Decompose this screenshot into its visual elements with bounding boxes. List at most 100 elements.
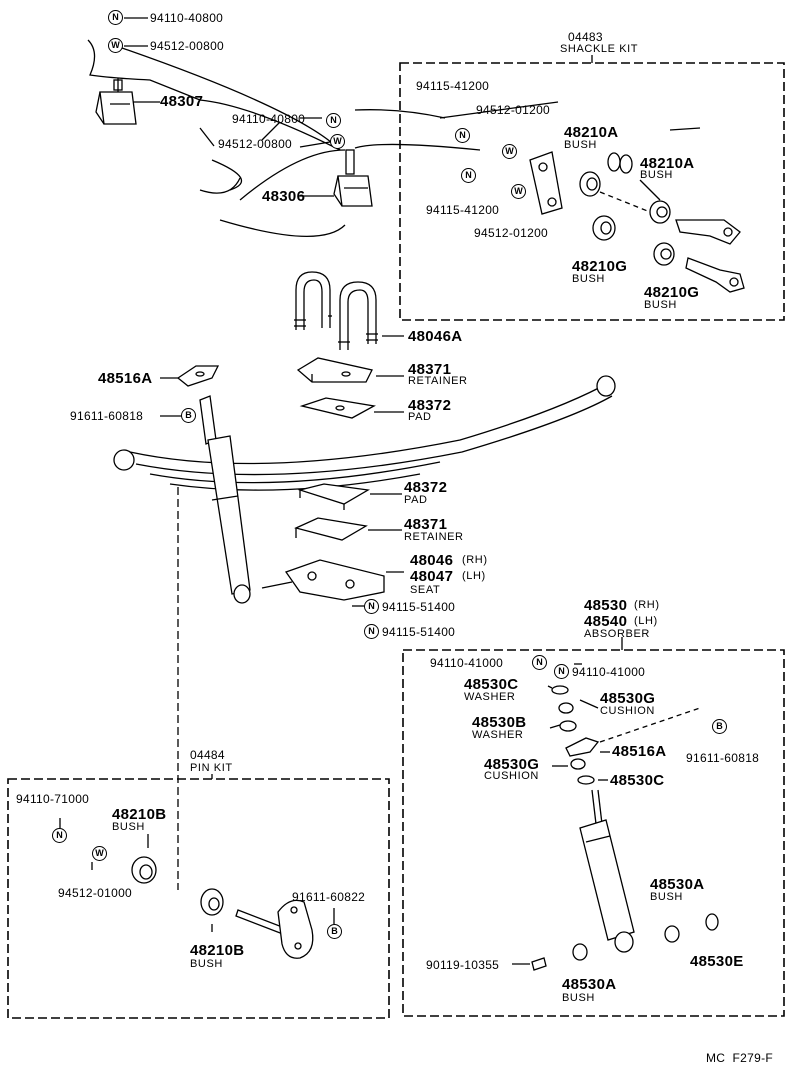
part-name: SEAT (410, 584, 441, 596)
bumper-48306 (333, 149, 373, 207)
part-number: 48210B (112, 806, 167, 823)
part-number: 48371 (404, 516, 448, 533)
shackle-bush-a1 (579, 171, 601, 197)
retainer-bottom (294, 517, 368, 541)
bracket-48516A-left (176, 365, 220, 387)
part-number: 48371 (408, 361, 452, 378)
part-number: 48530C (464, 676, 519, 693)
retainer-top (296, 357, 373, 383)
part-number: 48372 (408, 397, 452, 414)
bolt-symbol: B (181, 408, 196, 423)
shackle-bush-g1 (592, 215, 616, 241)
part-code: 94110-40800 (150, 11, 224, 25)
part-number: 48530G (484, 756, 540, 773)
part-name: BUSH (112, 821, 145, 833)
side-tag: (RH) (634, 599, 660, 611)
part-number: 48530E (690, 953, 744, 970)
bolt-symbol: B (327, 924, 342, 939)
part-number: 48210A (564, 124, 619, 141)
bumper-48307 (95, 78, 137, 125)
washer-symbol: W (330, 134, 345, 149)
pin-kit-bush-2 (200, 888, 224, 916)
part-number: 48516A (612, 743, 667, 760)
part-number: 48210G (644, 284, 700, 301)
part-number: 48516A (98, 370, 153, 387)
part-code: 91611-60818 (70, 409, 144, 423)
part-name: BUSH (190, 958, 223, 970)
nut-symbol: N (364, 599, 379, 614)
nut-symbol: N (326, 113, 341, 128)
part-number: 48530A (562, 976, 617, 993)
part-code: 94115-41200 (426, 203, 500, 217)
shock-absorber-right (579, 789, 635, 953)
part-code: 90119-10355 (426, 958, 500, 972)
part-code: 94512-01200 (476, 103, 551, 117)
pin-kit-box (7, 778, 390, 1019)
shackle-kit-box (399, 62, 785, 321)
bolt-symbol: B (712, 719, 727, 734)
part-number: 48046A (408, 328, 463, 345)
part-number: 48530 (584, 597, 628, 614)
washer-symbol: W (92, 846, 107, 861)
part-name: WASHER (464, 691, 516, 703)
nut-symbol: N (364, 624, 379, 639)
part-code: 94115-51400 (382, 600, 456, 614)
u-bolt-48046A (294, 271, 378, 350)
washer-symbol: W (502, 144, 517, 159)
part-code: 94115-41200 (416, 79, 490, 93)
spring-seat (261, 559, 385, 601)
part-code: 94512-01200 (474, 226, 549, 240)
nut-symbol: N (52, 828, 67, 843)
part-code: 94512-00800 (150, 39, 225, 53)
part-name: CUSHION (484, 770, 539, 782)
figure-code: MC F279-F (706, 1051, 774, 1065)
part-code: 91611-60818 (686, 751, 760, 765)
part-name: BUSH (562, 992, 595, 1004)
nut-symbol: N (461, 168, 476, 183)
nut-symbol: N (532, 655, 547, 670)
part-number: 48046 (410, 552, 454, 569)
part-number: 48530C (610, 772, 665, 789)
part-number: 48210B (190, 942, 245, 959)
nut-symbol: N (108, 10, 123, 25)
part-number: 48307 (160, 93, 204, 110)
nut-symbol: N (554, 664, 569, 679)
part-number: 48047 (410, 568, 454, 585)
shackle-bush-a2 (649, 200, 671, 224)
part-name: CUSHION (600, 705, 655, 717)
snap-rings (607, 152, 633, 174)
part-name: BUSH (650, 891, 683, 903)
part-number: 48530A (650, 876, 705, 893)
washer-symbol: W (511, 184, 526, 199)
shock-absorber-left (199, 395, 251, 604)
part-name: BUSH (644, 299, 677, 311)
kit-number: 04483 (568, 30, 603, 44)
pad-bottom (297, 483, 370, 510)
part-name: RETAINER (408, 375, 468, 387)
part-code: 94110-71000 (16, 792, 90, 806)
part-code: 94110-41000 (430, 656, 504, 670)
kit-name: PIN KIT (190, 762, 233, 774)
part-code: 91611-60822 (292, 890, 366, 904)
part-name: BUSH (564, 139, 597, 151)
pad-top (299, 397, 376, 419)
nut-symbol: N (455, 128, 470, 143)
part-number: 48210G (572, 258, 628, 275)
pin-kit-bush-1 (131, 856, 157, 884)
shackle-link (675, 219, 745, 293)
part-code: 94110-40800 (232, 112, 306, 126)
absorber-kit-box (402, 649, 785, 1017)
part-name: RETAINER (404, 531, 464, 543)
side-tag: (RH) (462, 554, 488, 566)
part-name: BUSH (640, 169, 673, 181)
leaf-spring (113, 375, 616, 491)
washer-symbol: W (108, 38, 123, 53)
side-tag: (LH) (634, 615, 658, 627)
kit-name: SHACKLE KIT (560, 43, 639, 55)
part-name: WASHER (472, 729, 524, 741)
part-name: ABSORBER (584, 628, 650, 640)
kit-number: 04484 (190, 748, 225, 762)
part-code: 94512-00800 (218, 137, 293, 151)
shackle-bush-g2 (653, 242, 675, 266)
